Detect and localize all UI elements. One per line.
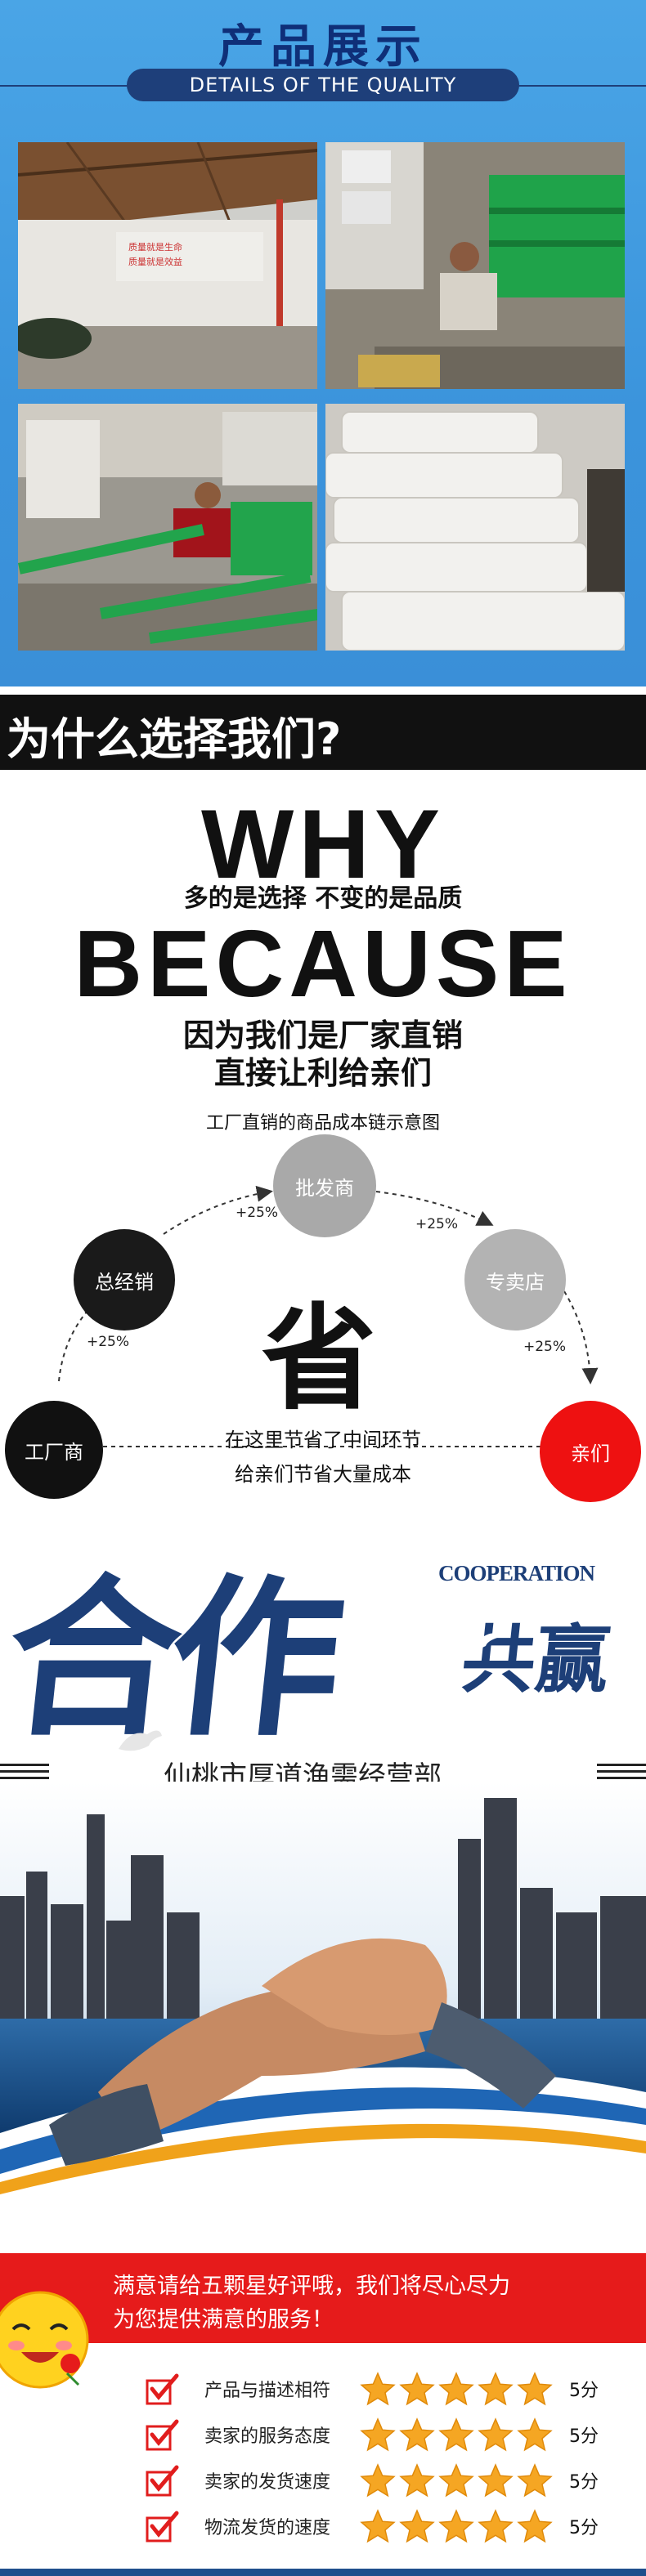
node-factory-label: 工厂商: [25, 1440, 83, 1464]
display-title: 产品展示: [218, 20, 428, 74]
dove-icon-2: [461, 1633, 497, 1650]
company-divider-right: [597, 1764, 646, 1783]
node-factory: 工厂商: [5, 1401, 103, 1499]
star-icon[interactable]: [438, 2462, 474, 2498]
reason-line-2: 直接让利给亲们: [213, 1055, 432, 1091]
star-icon[interactable]: [360, 2417, 396, 2453]
rating-row: 物流发货的速度 5分: [146, 2506, 599, 2547]
rating-banner-line-1: 满意请给五颗星好评哦，我们将尽心尽力: [113, 2274, 510, 2299]
rating-row-label: 卖家的服务态度: [204, 2426, 331, 2447]
markup-3: +25%: [415, 1216, 459, 1232]
star-icon[interactable]: [517, 2508, 553, 2544]
star-icon[interactable]: [478, 2462, 514, 2498]
why-choose-us-header: 为什么选择我们?: [0, 695, 646, 770]
bottom-border: [0, 2569, 646, 2576]
star-icon[interactable]: [517, 2462, 553, 2498]
rating-banner-line-2: 为您提供满意的服务！: [113, 2307, 334, 2332]
title-divider-right: [515, 85, 646, 87]
why-heading: WHY: [201, 789, 445, 899]
title-divider-left: [0, 85, 131, 87]
cooperation-english: COOPERATION: [438, 1561, 595, 1585]
star-icon[interactable]: [478, 2508, 514, 2544]
product-display-section: 产品展示 DETAILS OF THE QUALITY 质量就是生命 质量就是效…: [0, 0, 646, 686]
star-icon[interactable]: [399, 2508, 435, 2544]
svg-text:质量就是效益: 质量就是效益: [128, 256, 182, 267]
markup-1: +25%: [87, 1334, 130, 1350]
smiley-face-icon: [0, 2291, 89, 2389]
stacked-sacks-photo: [325, 404, 625, 651]
rating-score: 5分: [569, 2381, 599, 2401]
node-customer-label: 亲们: [571, 1442, 610, 1465]
star-icon[interactable]: [360, 2462, 396, 2498]
markup-2: +25%: [236, 1205, 279, 1221]
checkmark-icon: [146, 2511, 179, 2542]
display-subtitle: DETAILS OF THE QUALITY: [127, 69, 519, 101]
star-icon[interactable]: [399, 2371, 435, 2407]
why-choose-us-title: 为什么选择我们?: [7, 713, 342, 765]
node-retailer-label: 专卖店: [486, 1270, 545, 1294]
rating-score: 5分: [569, 2472, 599, 2493]
star-rating[interactable]: [360, 2508, 556, 2544]
svg-text:质量就是生命: 质量就是生命: [128, 241, 182, 253]
star-icon[interactable]: [517, 2417, 553, 2453]
company-divider-left: [0, 1764, 49, 1783]
rating-row: 卖家的服务态度 5分: [146, 2414, 599, 2455]
rating-row: 产品与描述相符 5分: [146, 2368, 599, 2409]
node-wholesaler: 批发商: [273, 1134, 376, 1237]
star-icon[interactable]: [438, 2508, 474, 2544]
star-icon[interactable]: [360, 2508, 396, 2544]
worker-nets-photo: [18, 404, 317, 651]
star-rating[interactable]: [360, 2371, 556, 2407]
savings-note-1: 在这里节省了中间环节: [225, 1429, 421, 1451]
handshake-cityscape-image: [0, 1782, 646, 2239]
cost-chain-title: 工厂直销的商品成本链示意图: [205, 1113, 440, 1134]
rating-score: 5分: [569, 2518, 599, 2538]
star-icon[interactable]: [360, 2371, 396, 2407]
worker-sewing-photo: [325, 142, 625, 389]
star-rating[interactable]: [360, 2462, 556, 2498]
rating-banner: [0, 2253, 646, 2343]
star-icon[interactable]: [399, 2417, 435, 2453]
rating-row: 卖家的发货速度 5分: [146, 2460, 599, 2501]
star-icon[interactable]: [478, 2371, 514, 2407]
checkmark-icon: [146, 2465, 179, 2497]
because-heading: BECAUSE: [74, 910, 572, 1017]
cooperation-calligraphy: 合作: [0, 1558, 343, 1760]
why-tagline: 多的是选择 不变的是品质: [183, 884, 463, 913]
star-icon[interactable]: [438, 2417, 474, 2453]
savings-note-2: 给亲们节省大量成本: [235, 1463, 411, 1486]
checkmark-icon: [146, 2373, 179, 2405]
node-distributor-label: 总经销: [95, 1270, 154, 1294]
star-icon[interactable]: [517, 2371, 553, 2407]
node-wholesaler-label: 批发商: [295, 1176, 354, 1200]
star-icon[interactable]: [438, 2371, 474, 2407]
node-retailer: 专卖店: [464, 1229, 566, 1330]
star-icon[interactable]: [399, 2462, 435, 2498]
rating-row-label: 产品与描述相符: [204, 2381, 331, 2401]
star-rating[interactable]: [360, 2417, 556, 2453]
dove-icon: [119, 1730, 162, 1751]
node-distributor: 总经销: [74, 1229, 175, 1330]
rating-row-label: 卖家的发货速度: [204, 2472, 331, 2493]
node-customer: 亲们: [540, 1401, 641, 1502]
markup-4: +25%: [523, 1339, 567, 1355]
star-icon[interactable]: [478, 2417, 514, 2453]
reason-line-1: 因为我们是厂家直销: [182, 1017, 463, 1053]
rating-row-label: 物流发货的速度: [204, 2518, 331, 2538]
warehouse-photo: 质量就是生命 质量就是效益: [18, 142, 317, 389]
checkmark-icon: [146, 2419, 179, 2451]
save-character: 省: [262, 1293, 377, 1426]
rating-score: 5分: [569, 2426, 599, 2447]
